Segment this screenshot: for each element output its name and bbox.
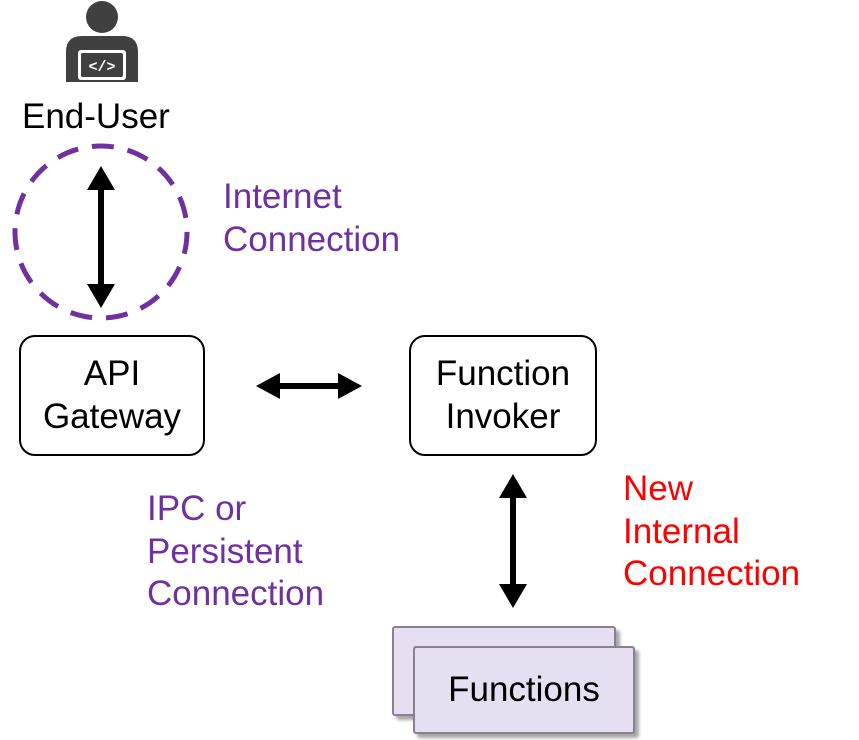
internet-connection-label: Internet Connection: [223, 176, 400, 261]
end-user-label: End-User: [22, 97, 170, 136]
internet-connection-line1: Internet: [223, 177, 342, 216]
developer-laptop-icon: </>: [66, 1, 138, 82]
functions-card-front: Functions: [413, 646, 635, 734]
new-internal-connection-label: New Internal Connection: [623, 468, 800, 596]
ipc-connection-line2: Persistent: [147, 531, 303, 571]
function-invoker-line2: Invoker: [445, 396, 561, 436]
internet-connection-line2: Connection: [223, 219, 401, 259]
function-invoker-line1: Function: [435, 353, 571, 393]
new-internal-connection-line1: New: [623, 469, 694, 508]
functions-label: Functions: [448, 670, 600, 709]
api-gateway-line2: Gateway: [42, 396, 182, 436]
svg-text:</>: </>: [88, 59, 115, 76]
api-gateway-line1: API: [83, 353, 141, 393]
api-gateway-box: API Gateway: [19, 335, 205, 456]
internet-connection-circle: [12, 143, 190, 321]
ipc-connection-line1: IPC or: [147, 489, 247, 528]
new-internal-connection-line2: Internal: [623, 511, 740, 551]
ipc-connection-line3: Connection: [147, 574, 325, 614]
ipc-connection-label: IPC or Persistent Connection: [147, 488, 324, 616]
function-invoker-box: Function Invoker: [409, 335, 597, 456]
new-internal-connection-line3: Connection: [623, 554, 801, 594]
